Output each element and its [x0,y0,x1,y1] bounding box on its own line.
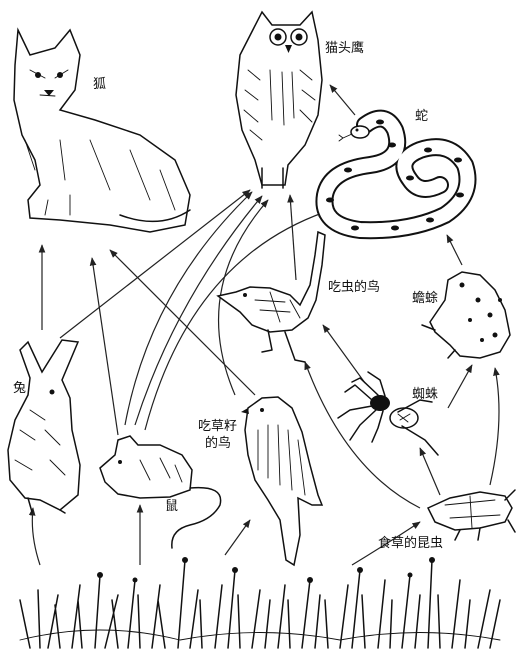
grass-illustration [20,557,500,648]
spider-illustration [338,372,438,455]
rabbit-illustration [8,340,80,513]
arrow-spider-to-toad [448,365,472,408]
label-fox: 狐 [93,77,106,92]
label-herbivorous-insect: 食草的昆虫 [378,535,443,551]
owl-illustration [236,12,322,188]
arrow-spider-to-insect-bird [323,325,365,383]
arrow-insect-to-toad [490,368,499,485]
label-owl: 猫头鹰 [325,40,364,56]
label-mouse: 鼠 [165,499,178,514]
arrow-toad-to-snake [447,235,462,265]
arrow-snake-to-owl [330,85,355,115]
arrow-insect-to-spider [420,448,440,495]
label-seed-bird-line1: 吃草籽 [198,418,237,434]
seed-bird-illustration [241,397,322,565]
arrow-grass-to-seed-bird [225,520,250,555]
insect-illustration [428,490,515,540]
snake-illustration [324,119,467,231]
label-insectivorous-bird: 吃虫的鸟 [328,279,380,295]
label-spider: 蜘蛛 [412,387,438,402]
label-rabbit: 兔 [13,381,26,396]
arrow-insect-to-insect-bird [305,362,420,508]
mouse-illustration [100,436,221,548]
arrow-grass-to-rabbit [32,508,40,565]
arrow-insect-bird-to-owl [290,195,296,280]
toad-illustration [422,272,510,358]
label-snake: 蛇 [415,109,428,124]
label-seed-bird-line2: 的鸟 [205,435,231,451]
fox-illustration [14,30,190,232]
arrow-mouse-to-fox [92,258,118,435]
arrow-seed-bird-to-fox [110,250,255,395]
label-toad: 蟾蜍 [412,290,438,306]
